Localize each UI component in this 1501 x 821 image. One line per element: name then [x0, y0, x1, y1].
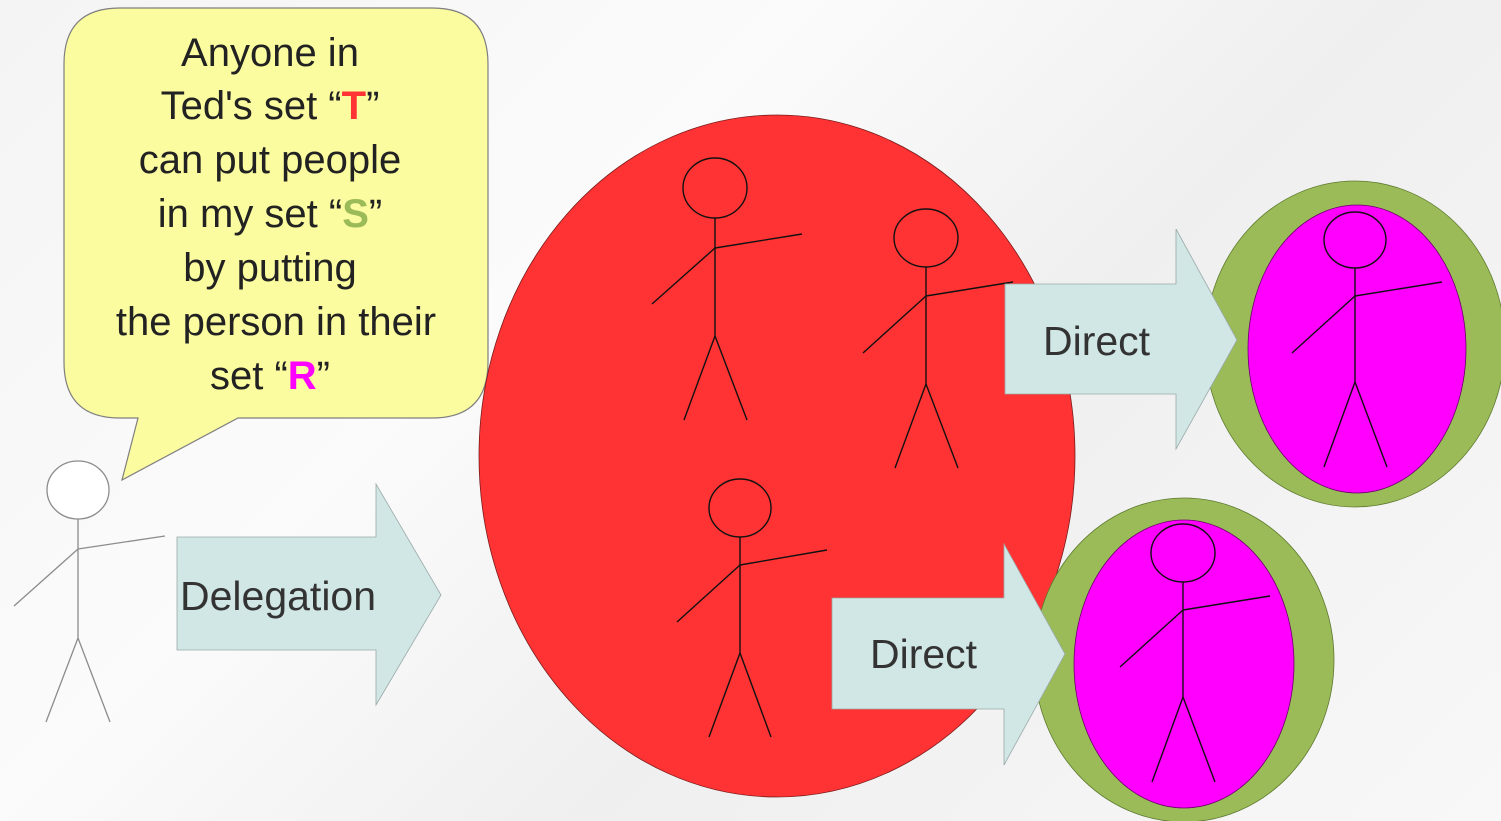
bubble-line-6: the person in their	[116, 300, 436, 344]
speech-bubble: Anyone in Ted's set “T” can put people i…	[63, 7, 489, 482]
bubble-line-1: Anyone in	[181, 31, 359, 75]
r-member-bottom-stick-figure	[1119, 523, 1271, 783]
bubble-line-2: Ted's set “T”	[161, 84, 380, 128]
set-t-key: T	[342, 84, 366, 128]
bubble-line-7: set “R”	[210, 354, 330, 398]
bubble-line-5: by putting	[183, 246, 356, 290]
t-member-2-stick-figure	[862, 208, 1014, 469]
r-member-top-stick-figure	[1291, 211, 1443, 468]
direct-label-top: Direct	[1043, 318, 1151, 364]
set-r-key: R	[288, 354, 317, 398]
speaker-stick-figure	[13, 460, 166, 723]
delegation-label: Delegation	[180, 573, 376, 619]
t-member-3-stick-figure	[676, 478, 828, 738]
t-member-1-stick-figure	[651, 157, 803, 421]
set-s-key: S	[342, 192, 369, 236]
direct-label-bottom: Direct	[870, 631, 978, 677]
bubble-line-3: can put people	[139, 138, 401, 182]
bubble-line-4: in my set “S”	[158, 192, 383, 236]
set-r-ellipse-top	[1247, 204, 1467, 494]
delegation-arrow: Delegation	[176, 482, 442, 707]
direct-arrow-bottom: Direct	[831, 542, 1066, 766]
set-r-ellipse-bottom	[1073, 519, 1295, 809]
direct-arrow-top: Direct	[1004, 228, 1238, 451]
